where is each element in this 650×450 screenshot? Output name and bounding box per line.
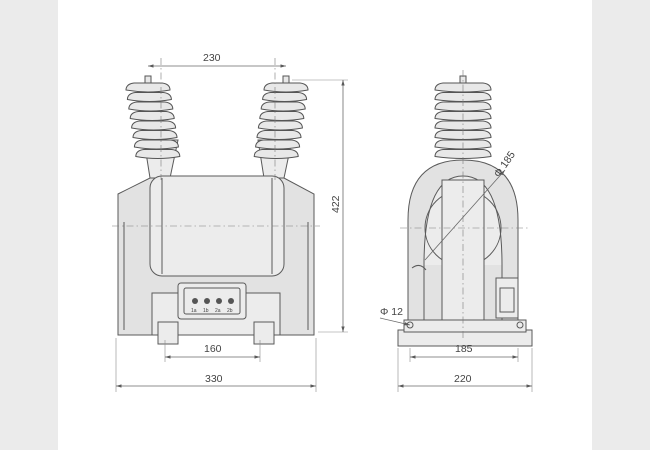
terminal-2b (228, 298, 234, 304)
insulator-shed (434, 92, 492, 102)
insulator-shed (259, 111, 305, 121)
insulator-shed (256, 130, 302, 140)
dim-mount-hole: Φ 12 (380, 306, 403, 318)
insulator-shed (262, 92, 308, 102)
dim-base-hole-spacing: 160 (204, 343, 222, 355)
front-insulator-left (125, 75, 181, 159)
terminal-label-1b: 1b (203, 308, 209, 314)
insulator-shed (129, 111, 175, 121)
dim-top-spacing: 230 (203, 52, 221, 64)
insulator-shed (260, 101, 306, 112)
terminal-label-1a: 1a (191, 308, 197, 314)
terminal-1b (204, 298, 210, 304)
terminal-label-2a: 2a (215, 308, 221, 314)
dim-height: 422 (330, 195, 342, 213)
insulator-shed (126, 92, 172, 102)
insulator-shed (131, 120, 177, 131)
terminal-2a (216, 298, 222, 304)
insulator-shed (125, 82, 171, 93)
insulator-shed (133, 139, 179, 150)
insulator-shed (128, 101, 174, 112)
dim-side-base-width: 220 (454, 373, 472, 385)
dim-base-width: 330 (205, 373, 223, 385)
insulator-shed (263, 82, 309, 93)
insulator-shed (434, 120, 492, 131)
insulator-shed (132, 130, 178, 140)
terminal-box (177, 282, 247, 320)
terminal-1a (192, 298, 198, 304)
dim-side-hole-spacing: 185 (455, 343, 473, 355)
insulator-shed (253, 149, 299, 159)
insulator-shed (135, 149, 181, 159)
insulator-shed (255, 139, 301, 150)
insulator-shed (257, 120, 303, 131)
side-insulator (434, 75, 492, 159)
front-dimensions: 230 422 160 330 (115, 52, 348, 392)
front-insulator-right (253, 75, 309, 159)
insulator-shed (434, 101, 492, 112)
terminal-label-2b: 2b (227, 308, 233, 314)
front-view: 1a 1b 2a 2b (112, 58, 320, 345)
side-view (397, 70, 533, 347)
